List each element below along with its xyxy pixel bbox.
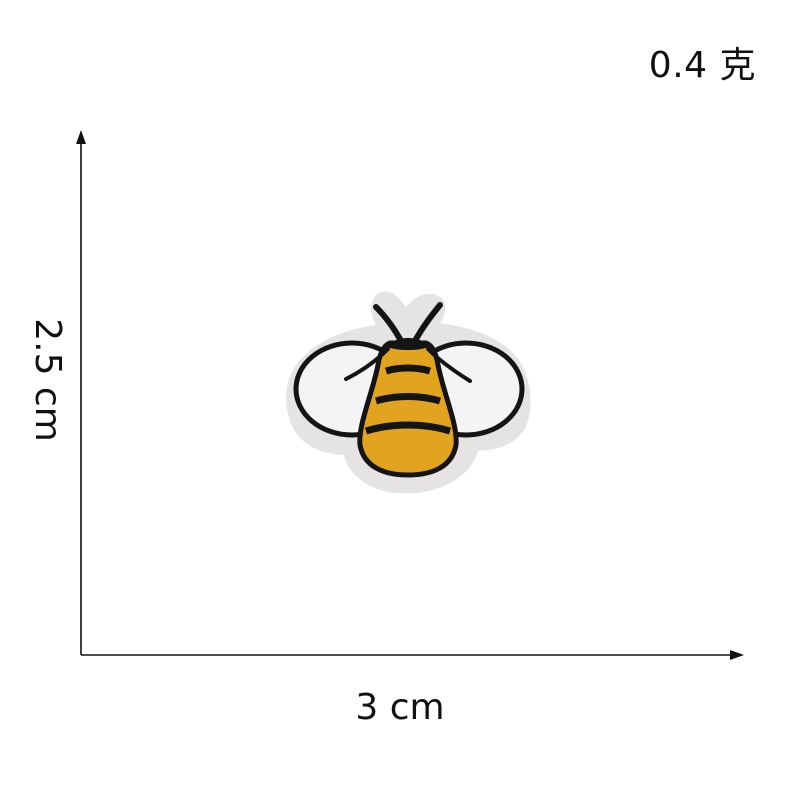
horizontal-axis-arrow-icon	[730, 650, 744, 660]
bee-stripe-1	[385, 364, 431, 375]
bee-stripe-2	[374, 393, 442, 405]
right-antenna	[413, 302, 443, 342]
vertical-axis-arrow-icon	[76, 130, 86, 144]
bee-stripe-3	[364, 421, 452, 435]
left-antenna	[373, 304, 403, 342]
width-label: 3 cm	[355, 687, 445, 728]
left-wing-vein	[344, 347, 390, 381]
bee-body	[357, 340, 459, 478]
height-label: 2.5 cm	[27, 318, 68, 442]
weight-label: 0.4 克	[648, 45, 756, 86]
right-wing-vein	[426, 347, 472, 383]
embroidered-bee-patch-icon	[286, 291, 531, 494]
